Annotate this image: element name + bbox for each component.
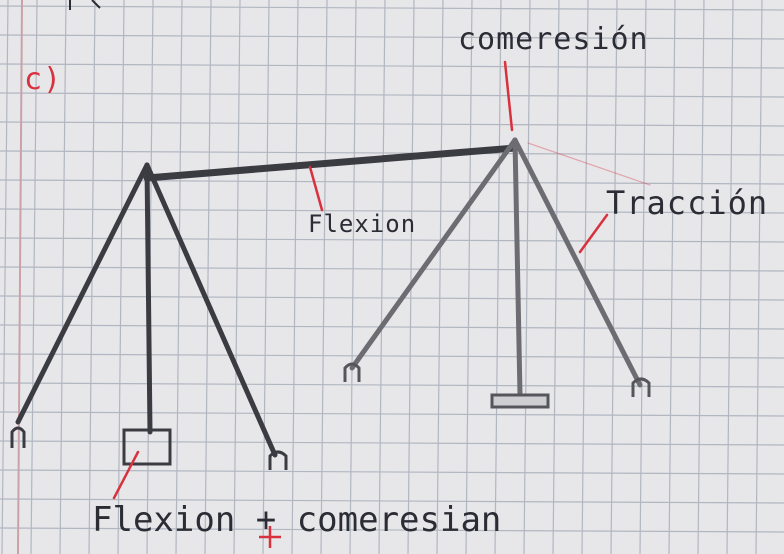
grid-line-horizontal — [0, 411, 784, 417]
grid-line-horizontal — [0, 237, 784, 243]
label-traction: Tracción — [606, 184, 769, 222]
grid-line-horizontal — [0, 150, 784, 156]
grid-line-vertical — [175, 0, 183, 554]
grid-line-vertical — [378, 0, 386, 554]
grid-line-horizontal — [0, 121, 784, 127]
grid-line-horizontal — [0, 266, 784, 272]
annotation-pointers — [112, 60, 651, 500]
grid-line-vertical — [494, 0, 502, 554]
grid-line-vertical — [30, 0, 38, 554]
margin-line — [17, 0, 23, 554]
pointer-compression-top — [503, 60, 514, 132]
grid-line-horizontal — [0, 324, 784, 330]
grid-line-horizontal — [0, 382, 784, 388]
label-flexion-beam: Flexion — [308, 210, 417, 238]
grid-line-vertical — [117, 0, 125, 554]
grid-line-vertical — [204, 0, 212, 554]
grid-line-horizontal — [0, 498, 784, 504]
grid-line-vertical — [436, 0, 444, 554]
grid-line-vertical — [291, 0, 299, 554]
grid-line-horizontal — [0, 295, 784, 301]
right-post-base — [490, 393, 550, 409]
grid-line-horizontal — [0, 353, 784, 359]
grid-line-horizontal — [0, 34, 784, 40]
left-leg-inner — [144, 162, 278, 458]
part-label: c) — [24, 62, 63, 97]
support-foot-right-left — [343, 362, 361, 382]
grid-line-horizontal — [0, 440, 784, 446]
grid-line-horizontal — [0, 179, 784, 185]
left-frame — [15, 162, 278, 458]
plus-sign — [259, 526, 281, 548]
pointer-flexion-compression — [112, 450, 140, 500]
grid-line-horizontal — [0, 208, 784, 214]
grid-line-vertical — [1, 0, 9, 554]
grid-line-vertical — [523, 0, 531, 554]
top-beam — [143, 144, 519, 182]
grid-line-vertical — [407, 0, 415, 554]
grid-line-vertical — [320, 0, 328, 554]
grid-line-horizontal — [0, 527, 784, 533]
right-frame — [349, 137, 643, 398]
right-center-post — [512, 137, 523, 398]
grid-line-vertical — [755, 0, 763, 554]
support-foot-mid — [268, 450, 288, 470]
grid-line-vertical — [349, 0, 357, 554]
grid-line-horizontal — [0, 5, 784, 11]
grid-line-vertical — [59, 0, 67, 554]
cropped-top-writing — [69, 0, 101, 10]
pointer-traction — [578, 213, 609, 254]
grid-line-vertical — [262, 0, 270, 554]
grid-line-horizontal — [0, 92, 784, 98]
grid-line-vertical — [610, 0, 618, 554]
left-post-base — [122, 428, 172, 466]
grid-line-horizontal — [0, 469, 784, 475]
grid-line-horizontal — [0, 63, 784, 69]
supports — [10, 362, 651, 470]
label-compression-top: comeresión — [458, 22, 649, 57]
pointer-flexion-beam — [308, 165, 324, 212]
grid-line-vertical — [726, 0, 734, 554]
grid-line-vertical — [697, 0, 705, 554]
support-foot-left — [10, 426, 26, 448]
grid-line-vertical — [639, 0, 647, 554]
right-leg-left — [349, 137, 518, 371]
right-leg-right — [512, 137, 643, 388]
left-leg-outer — [15, 162, 150, 425]
left-center-post — [144, 162, 153, 435]
grid-line-vertical — [552, 0, 560, 554]
grid-line-vertical — [465, 0, 473, 554]
grid-line-vertical — [233, 0, 241, 554]
grid-line-vertical — [668, 0, 676, 554]
stray-red-mark — [527, 142, 651, 186]
label-flexion-compression: Flexion + comeresian — [92, 500, 502, 540]
support-foot-right-right — [631, 377, 651, 397]
